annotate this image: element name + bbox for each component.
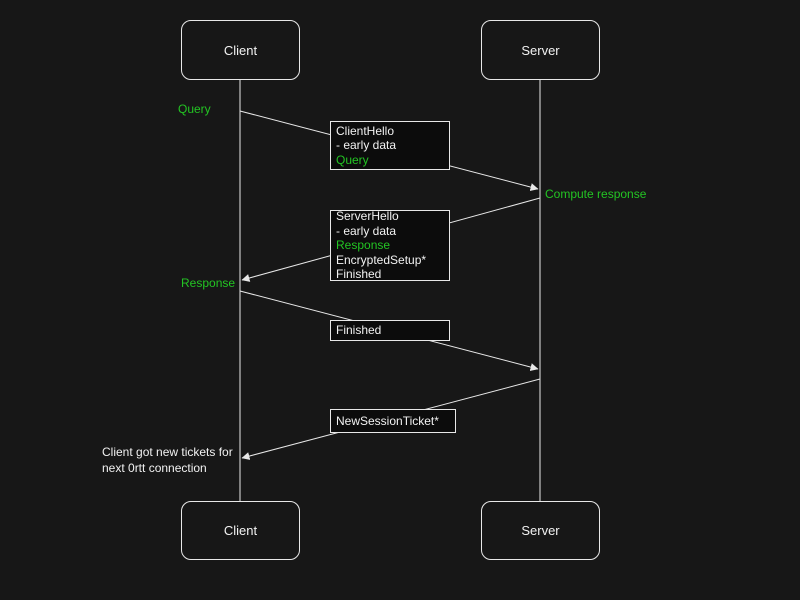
label-compute-response: Compute response [545,187,647,201]
message-box-clienthello: ClientHello - early data Query [330,121,450,170]
message-text: ClientHello [336,123,395,138]
message-text: Finished [336,267,382,282]
message-text: - early data [336,223,397,238]
actor-client-top: Client [181,20,300,80]
note-new-tickets: Client got new tickets for next 0rtt con… [102,444,233,476]
message-text: Finished [336,323,382,338]
actor-client-bottom: Client [181,501,300,560]
label-query: Query [178,102,211,116]
message-text-highlight: Query [336,152,369,167]
message-box-finished: Finished [330,320,450,341]
message-box-newsessionticket: NewSessionTicket* [330,409,456,433]
message-text: NewSessionTicket* [336,413,439,428]
message-text: EncryptedSetup* [336,252,427,267]
actor-label: Server [521,42,560,58]
actor-label: Server [521,523,560,538]
actor-server-top: Server [481,20,600,80]
actor-label: Client [223,523,258,538]
message-text-highlight: Response [336,238,391,253]
note-line: Client got new tickets for [102,445,233,459]
message-box-serverhello: ServerHello - early data Response Encryp… [330,209,450,282]
actor-server-bottom: Server [481,501,600,560]
message-text: ServerHello [336,209,399,224]
actor-label: Client [223,42,258,58]
label-response: Response [181,276,236,290]
note-line: next 0rtt connection [102,461,207,475]
message-text: - early data [336,138,397,153]
